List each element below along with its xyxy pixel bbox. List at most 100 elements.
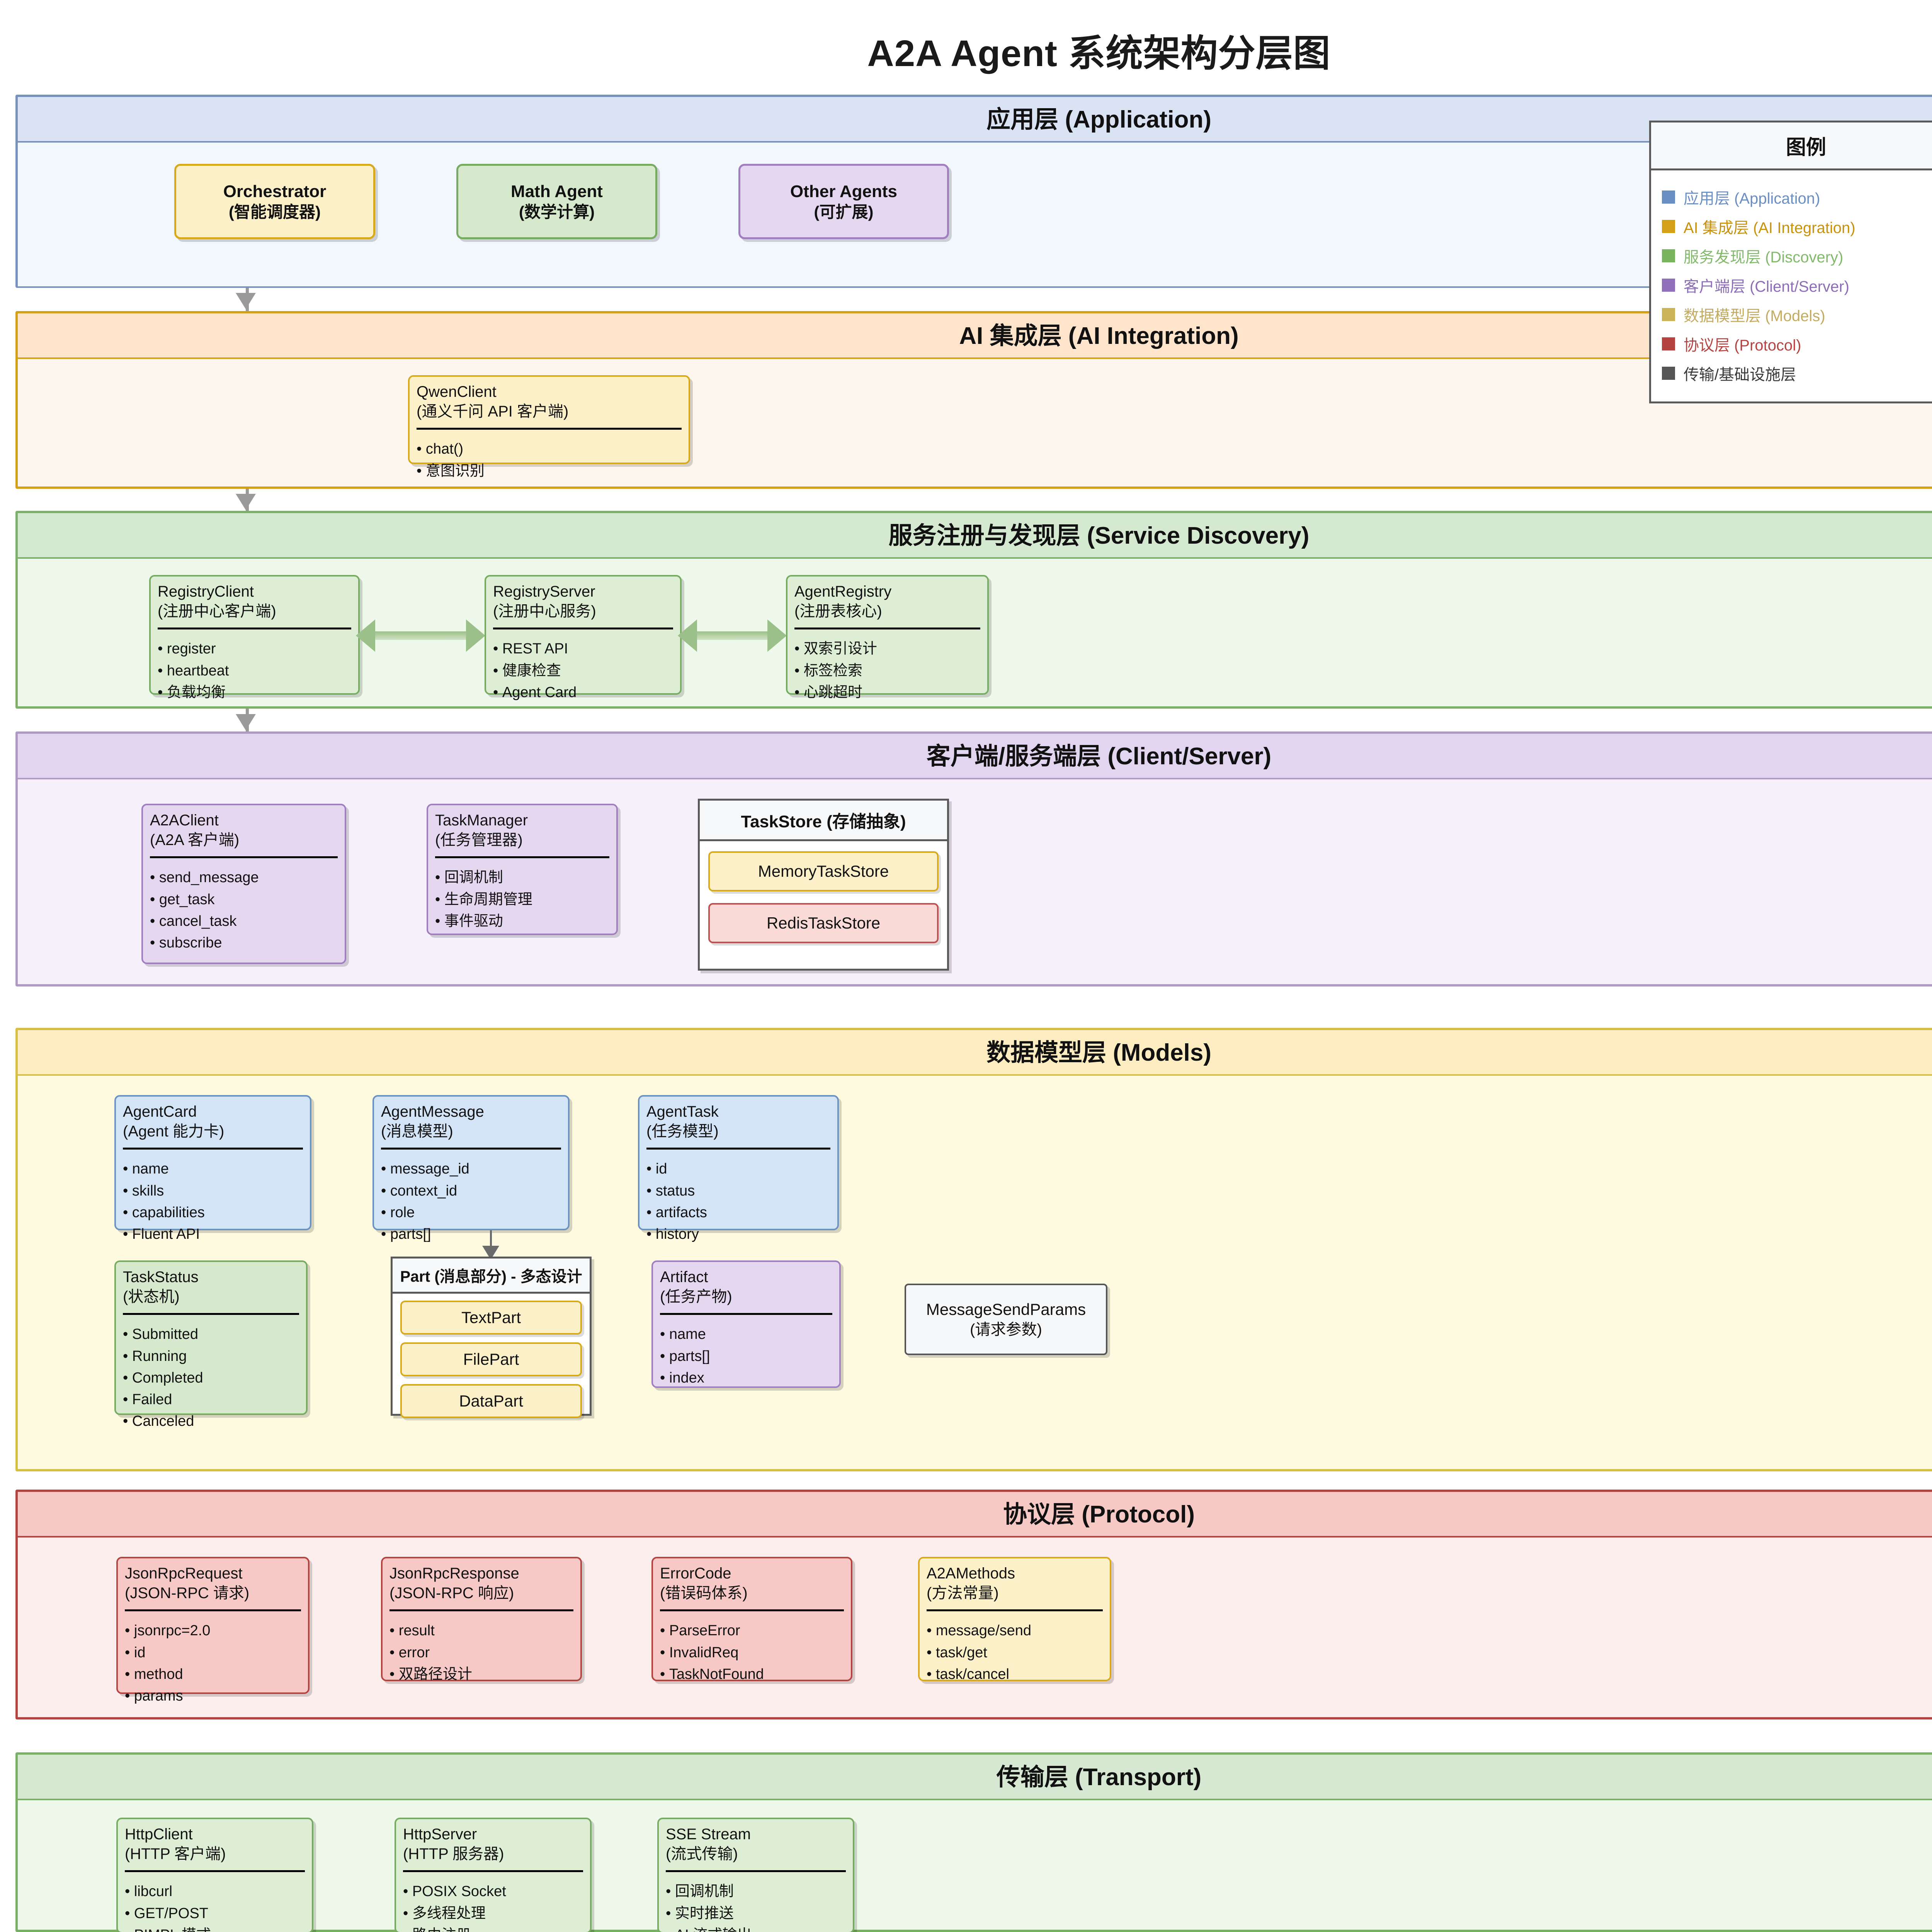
card-a2a-client[interactable]: A2AClient (A2A 客户端) send_message get_tas… [141,804,346,964]
chip-text-part[interactable]: TextPart [400,1301,582,1335]
app-box-other-agents-line2: (可扩展) [814,202,874,221]
member-item: chat() [417,438,682,460]
card-agent-task-members: id status artifacts history [646,1158,830,1245]
card-agent-task[interactable]: AgentTask (任务模型) id status artifacts his… [638,1095,839,1242]
card-sse-stream[interactable]: SSE Stream (流式传输) 回调机制 实时推送 AI 流式输出 [657,1818,854,1932]
member-item: 双路径设计 [389,1663,573,1685]
legend-row-transport-infra: 传输/基础设施层 [1662,362,1932,384]
card-http-server[interactable]: HttpServer (HTTP 服务器) POSIX Socket 多线程处理… [395,1818,592,1932]
card-registry-client-title: RegistryClient (注册中心客户端) [158,583,276,620]
member-item: Fluent API [123,1223,303,1245]
member-item: parts[] [381,1223,561,1245]
member-item: AI 流式输出 [666,1924,846,1932]
app-box-orchestrator[interactable]: Orchestrator (智能调度器) [174,164,375,239]
card-jsonrpc-request[interactable]: JsonRpcRequest (JSON-RPC 请求) jsonrpc=2.0… [116,1557,310,1704]
member-item: register [158,638,351,660]
card-http-client[interactable]: HttpClient (HTTP 客户端) libcurl GET/POST P… [116,1818,313,1932]
member-item: ParseError [660,1620,844,1641]
card-a2a-methods-members: message/send task/get task/cancel [927,1620,1103,1685]
group-part-body: TextPart FilePart DataPart [393,1294,590,1425]
member-item: message/send [927,1620,1103,1641]
card-error-code[interactable]: ErrorCode (错误码体系) ParseError InvalidReq … [651,1557,852,1682]
member-item: status [646,1180,830,1202]
card-artifact[interactable]: Artifact (任务产物) name parts[] index [651,1260,841,1388]
app-box-other-agents-line1: Other Agents [790,182,898,201]
card-agent-message[interactable]: AgentMessage (消息模型) message_id context_i… [372,1095,570,1242]
card-jsonrpc-response[interactable]: JsonRpcResponse (JSON-RPC 响应) result err… [381,1557,582,1682]
card-task-status-rule [123,1313,299,1315]
card-task-manager-members: 回调机制 生命周期管理 事件驱动 [435,867,609,932]
member-item: 双索引设计 [794,638,980,660]
member-item: 回调机制 [666,1881,846,1902]
card-sse-stream-members: 回调机制 实时推送 AI 流式输出 [666,1881,846,1932]
card-registry-client-members: register heartbeat 负载均衡 [158,638,351,703]
legend-swatch-ai-integration [1662,220,1675,233]
layer-service-discovery: 服务注册与发现层 (Service Discovery) RegistryCli… [15,511,1932,709]
chip-file-part[interactable]: FilePart [400,1342,582,1376]
app-box-orchestrator-line1: Orchestrator [223,182,327,201]
card-artifact-title: Artifact (任务产物) [660,1269,732,1306]
member-item: 标签检索 [794,660,980,682]
member-item: POSIX Socket [403,1881,583,1902]
layer-protocol: 协议层 (Protocol) JsonRpcRequest (JSON-RPC … [15,1490,1932,1719]
member-item: 生命周期管理 [435,889,609,910]
member-item: result [389,1620,573,1641]
member-item: name [660,1323,832,1345]
connector-agentmessage-to-part [490,1230,492,1255]
legend-swatch-discovery [1662,249,1675,262]
legend-swatch-transport-infra [1662,367,1675,380]
card-agent-card-rule [123,1148,303,1150]
member-item: PIMPL 模式 [125,1924,305,1932]
chip-memory-task-store[interactable]: MemoryTaskStore [708,851,939,891]
card-task-manager[interactable]: TaskManager (任务管理器) 回调机制 生命周期管理 事件驱动 [427,804,618,935]
card-agent-card-title: AgentCard (Agent 能力卡) [123,1103,224,1140]
card-agent-card[interactable]: AgentCard (Agent 能力卡) name skills capabi… [114,1095,311,1242]
card-registry-server[interactable]: RegistryServer (注册中心服务) REST API 健康检查 Ag… [485,575,682,701]
card-agent-task-title: AgentTask (任务模型) [646,1103,719,1140]
app-box-math-agent[interactable]: Math Agent (数学计算) [456,164,657,239]
card-sse-stream-title: SSE Stream (流式传输) [666,1826,751,1863]
member-item: REST API [493,638,673,660]
layer-application: 应用层 (Application) Orchestrator (智能调度器) M… [15,95,1932,288]
member-item: Completed [123,1367,299,1389]
legend-swatch-client-server [1662,279,1675,292]
card-agent-message-rule [381,1148,561,1150]
card-qwen-client[interactable]: QwenClient (通义千问 API 客户端) chat() 意图识别 [408,375,690,479]
card-http-server-members: POSIX Socket 多线程处理 路由注册 [403,1881,583,1932]
legend-body: 应用层 (Application) AI 集成层 (AI Integration… [1651,170,1932,401]
layer-protocol-header: 协议层 (Protocol) [18,1492,1932,1537]
card-sse-stream-rule [666,1870,846,1872]
card-a2a-methods-rule [927,1609,1103,1612]
card-task-manager-rule [435,856,609,859]
member-item: role [381,1202,561,1223]
card-a2a-methods[interactable]: A2AMethods (方法常量) message/send task/get … [918,1557,1111,1682]
card-http-client-rule [125,1870,305,1872]
layer-models-header: 数据模型层 (Models) [18,1030,1932,1076]
legend-label-transport-infra: 传输/基础设施层 [1684,366,1796,383]
card-registry-client[interactable]: RegistryClient (注册中心客户端) register heartb… [149,575,360,701]
chip-redis-task-store[interactable]: RedisTaskStore [708,903,939,943]
card-artifact-members: name parts[] index [660,1323,832,1389]
member-item: Agent Card [493,682,673,703]
card-http-server-rule [403,1870,583,1872]
card-agent-registry[interactable]: AgentRegistry (注册表核心) 双索引设计 标签检索 心跳超时 [786,575,989,701]
app-box-other-agents[interactable]: Other Agents (可扩展) [738,164,949,239]
member-item: history [646,1223,830,1245]
group-task-store: TaskStore (存储抽象) MemoryTaskStore RedisTa… [698,799,949,971]
member-item: send_message [150,867,338,888]
chip-data-part[interactable]: DataPart [400,1384,582,1418]
card-task-status-title: TaskStatus (状态机) [123,1269,199,1306]
link-registryserver-agentregistry-arrow-right [767,619,787,652]
member-item: 路由注册 [403,1924,583,1932]
member-item: get_task [150,889,338,910]
card-qwen-client-title: QwenClient (通义千问 API 客户端) [417,383,569,420]
card-registry-server-members: REST API 健康检查 Agent Card [493,638,673,703]
card-task-status[interactable]: TaskStatus (状态机) Submitted Running Compl… [114,1260,308,1429]
card-agent-message-members: message_id context_id role parts[] [381,1158,561,1245]
legend-label-discovery: 服务发现层 (Discovery) [1684,249,1844,266]
box-message-send-params[interactable]: MessageSendParams (请求参数) [905,1284,1107,1355]
connector-discovery-to-clientserver-arrowhead [236,714,256,730]
card-agent-task-rule [646,1148,830,1150]
member-item: libcurl [125,1881,305,1902]
member-item: index [660,1367,832,1389]
